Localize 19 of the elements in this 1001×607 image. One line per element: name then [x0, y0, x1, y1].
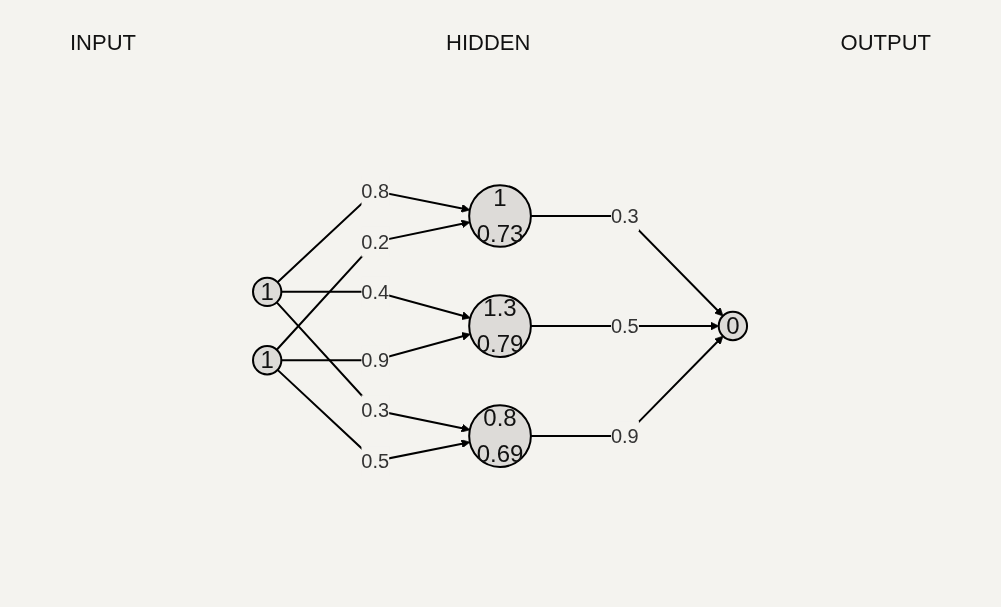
arrow — [277, 190, 471, 284]
edge-label: 0.9 — [361, 349, 390, 372]
edge-label: 0.3 — [611, 205, 640, 228]
node-circle: 1.3 0.79 — [468, 294, 533, 359]
edge-label: 0.3 — [361, 399, 390, 422]
edge-label: 0.2 — [361, 231, 390, 254]
edge-label: 0.9 — [611, 425, 640, 448]
node-circle: 0 — [718, 311, 749, 342]
column-heading: HIDDEN — [446, 30, 531, 56]
node-circle: 1 — [252, 345, 283, 376]
node-circle: 1 0.73 — [468, 184, 533, 249]
column-heading: OUTPUT — [840, 30, 931, 56]
edge-label: 0.5 — [611, 315, 640, 338]
node-circle: 0.8 0.69 — [468, 404, 533, 469]
edge-label: 0.4 — [361, 281, 390, 304]
column-heading: INPUT — [70, 30, 136, 56]
edge-label: 0.5 — [361, 450, 390, 473]
node-circle: 1 — [252, 277, 283, 308]
edge-label: 0.8 — [361, 180, 390, 203]
